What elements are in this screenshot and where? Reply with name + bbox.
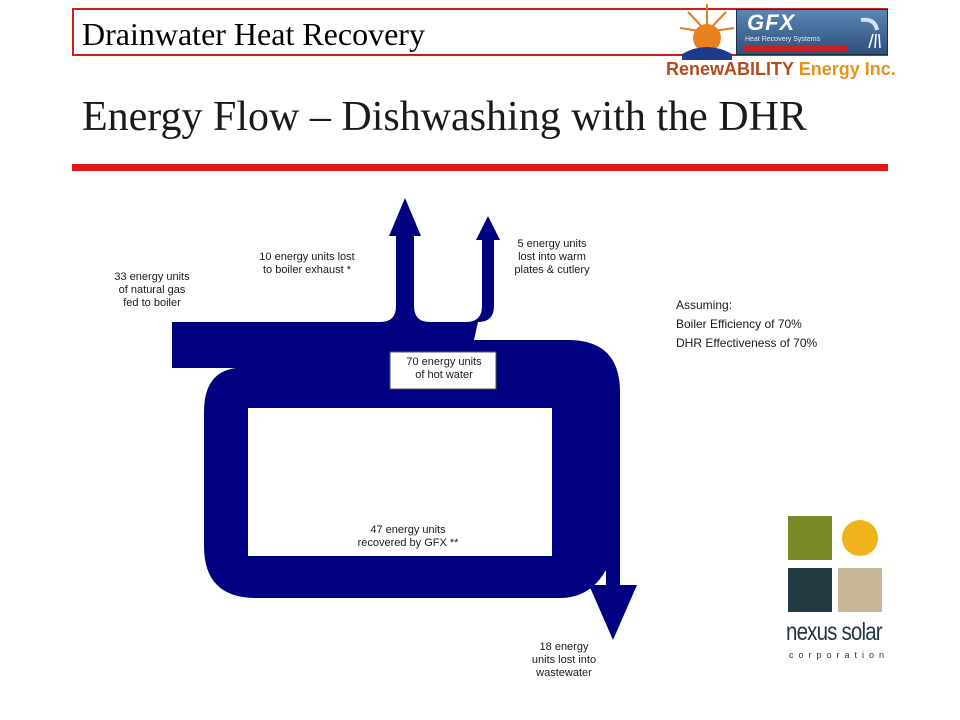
header-title: Drainwater Heat Recovery	[82, 16, 425, 52]
logo-square-tan	[838, 568, 882, 612]
assumptions-block: Assuming: Boiler Efficiency of 70% DHR E…	[676, 296, 817, 353]
renewability-logo-text: RenewABILITY Energy Inc.	[666, 59, 896, 80]
renewability-sun-logo	[676, 2, 738, 60]
logo-square-dark	[788, 568, 832, 612]
nexus-logo-corp: corporation	[789, 650, 890, 660]
label-plates-cutlery: 5 energy units lost into warm plates & c…	[514, 238, 590, 276]
logo-sun-circle	[842, 520, 878, 556]
gfx-logo-subtitle: Heat Recovery Systems	[745, 36, 821, 43]
energy-flow-loop	[172, 198, 637, 640]
label-boiler-exhaust: 10 energy units lost to boiler exhaust *	[259, 251, 355, 276]
label-recovered-gfx: 47 energy units recovered by GFX **	[357, 524, 459, 549]
assumption-boiler-efficiency: Boiler Efficiency of 70%	[676, 317, 802, 331]
gfx-logo-text: GFX	[747, 10, 796, 35]
title-rule	[72, 164, 888, 171]
hot-water-box	[389, 351, 497, 390]
gfx-logo-bar	[743, 46, 847, 51]
assumption-dhr-effectiveness: DHR Effectiveness of 70%	[676, 336, 818, 350]
nexus-logo-word: nexus solar	[786, 618, 883, 646]
assumptions-heading: Assuming:	[676, 298, 733, 312]
gfx-logo: GFX Heat Recovery Systems	[736, 9, 888, 55]
faucet-icon	[860, 17, 881, 49]
label-natural-gas: 33 energy units of natural gas fed to bo…	[114, 271, 190, 309]
slide-title: Energy Flow – Dishwashing with the DHR	[82, 94, 807, 140]
label-wastewater: 18 energy units lost into wastewater	[531, 641, 597, 679]
nexus-solar-logo: nexus solar corporation	[786, 516, 888, 662]
logo-square-green	[788, 516, 832, 560]
renewability-logo-suffix: Energy Inc.	[793, 59, 896, 79]
renewability-logo-name: RenewABILITY	[666, 59, 794, 79]
label-hot-water: 70 energy units of hot water	[406, 356, 482, 381]
